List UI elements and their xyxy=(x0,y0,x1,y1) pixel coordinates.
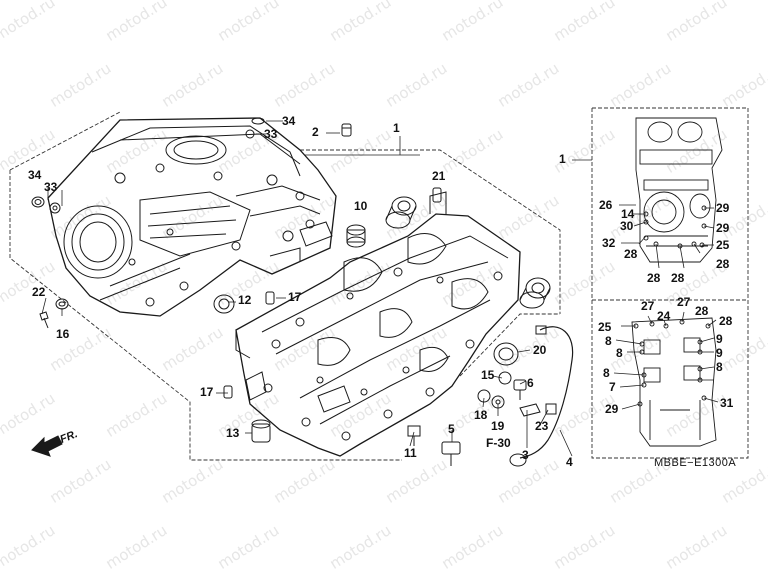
callout-c1b: 1 xyxy=(559,152,566,166)
callout-c2: 2 xyxy=(312,125,319,139)
callout-c25b: 25 xyxy=(598,320,612,334)
callout-c28f: 28 xyxy=(719,314,733,328)
callout-c8d: 8 xyxy=(716,360,723,374)
front-direction-arrow-icon xyxy=(31,435,63,457)
callout-c28e: 28 xyxy=(695,304,709,318)
callout-c29b: 29 xyxy=(716,221,730,235)
right-reference-views xyxy=(631,117,723,447)
callout-c27b: 27 xyxy=(677,295,691,309)
callout-c8b: 8 xyxy=(616,346,623,360)
callout-c8a: 8 xyxy=(605,334,612,348)
callout-c24: 24 xyxy=(657,309,671,323)
diagram-code: MBBE−E1300A xyxy=(654,457,737,469)
callout-c26: 26 xyxy=(599,198,613,212)
callout-c3: 3 xyxy=(522,448,529,462)
callout-cF30: F-30 xyxy=(486,436,511,450)
callout-c17a: 17 xyxy=(288,290,302,304)
callout-c32: 32 xyxy=(602,236,616,250)
callout-c4: 4 xyxy=(566,455,573,469)
callout-c8c: 8 xyxy=(603,366,610,380)
callout-c19: 19 xyxy=(491,419,505,433)
callout-c29a: 29 xyxy=(716,201,730,215)
callout-c33a: 33 xyxy=(264,127,278,141)
callout-c28c: 28 xyxy=(671,271,685,285)
callout-c13: 13 xyxy=(226,426,240,440)
assembly-frames xyxy=(9,107,749,461)
callout-c5: 5 xyxy=(448,422,455,436)
callout-c9a: 9 xyxy=(716,332,723,346)
callout-c6: 6 xyxy=(527,376,534,390)
callout-c16: 16 xyxy=(56,327,70,341)
upper-crankcase xyxy=(47,117,337,317)
callout-c33b: 33 xyxy=(44,180,58,194)
callout-c22: 22 xyxy=(32,285,46,299)
callout-c21: 21 xyxy=(432,169,446,183)
callout-c7: 7 xyxy=(609,380,616,394)
callout-c27a: 27 xyxy=(641,299,655,313)
callout-c28a: 28 xyxy=(624,247,638,261)
callout-c34b: 34 xyxy=(28,168,42,182)
callout-c9b: 9 xyxy=(716,346,723,360)
callout-c29c: 29 xyxy=(605,402,619,416)
callout-c28b: 28 xyxy=(647,271,661,285)
callout-c20: 20 xyxy=(533,343,547,357)
callout-c10: 10 xyxy=(354,199,368,213)
callout-c34a: 34 xyxy=(282,114,296,128)
callout-c25a: 25 xyxy=(716,238,730,252)
callout-c31: 31 xyxy=(720,396,734,410)
small-parts xyxy=(31,117,574,467)
callout-c14: 14 xyxy=(621,207,635,221)
callout-c30: 30 xyxy=(620,219,634,233)
callout-c11: 11 xyxy=(404,446,417,460)
callout-c12: 12 xyxy=(238,293,252,307)
callout-c28d: 28 xyxy=(716,257,730,271)
lower-crankcase xyxy=(235,191,521,457)
callout-c1a: 1 xyxy=(393,121,400,135)
callout-c23: 23 xyxy=(535,419,549,433)
callout-c15: 15 xyxy=(481,368,495,382)
callout-c18: 18 xyxy=(474,408,488,422)
callout-c17b: 17 xyxy=(200,385,214,399)
